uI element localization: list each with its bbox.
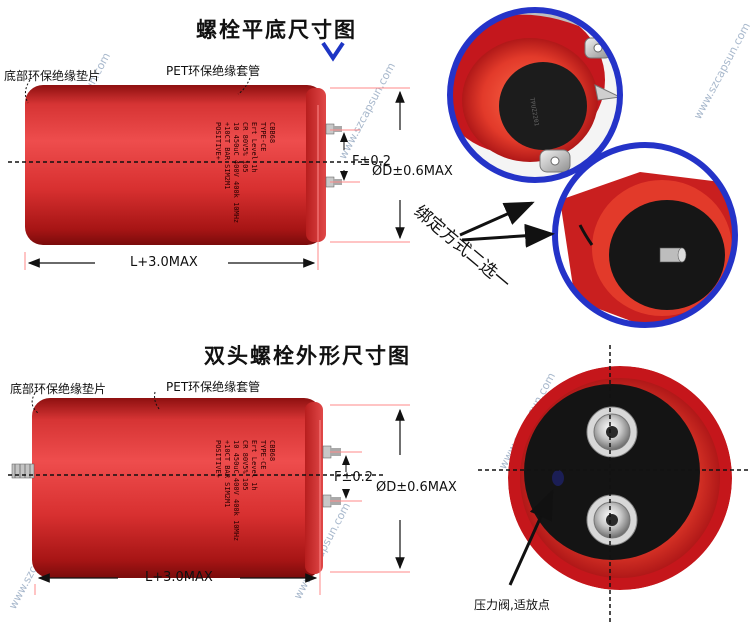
section2-title: 双头螺栓外形尺寸图 <box>204 344 411 368</box>
print-line: CR 80V5% 105 <box>241 440 249 491</box>
mounting-options-text: 绑定方式二选一 <box>409 201 514 294</box>
base-insulator-label: 底部环保绝缘垫片 <box>4 69 101 83</box>
stud-mount-closeup <box>552 142 738 328</box>
print-line: +10CT BAR SIM2M1 <box>223 122 231 190</box>
base-insulator-label-2: 底部环保绝缘垫片 <box>10 382 107 396</box>
capacitor-flat-bottom <box>25 85 342 245</box>
end-cap-code: TPUZ2201 <box>528 97 540 127</box>
pet-sleeve-label: PET环保绝缘套管 <box>166 64 261 78</box>
print-line: 10 450uC 400V 400k 10MHz <box>232 122 240 224</box>
print-line: +10CT BAR SIM2M1 <box>223 440 231 508</box>
print-line: TYPE-CE <box>259 440 267 470</box>
end-view-closeup <box>508 366 732 590</box>
capacitor-double-stud <box>11 398 341 578</box>
diameter-label: ØD±0.6MAX <box>372 164 453 179</box>
pet-sleeve-label-2: PET环保绝缘套管 <box>166 380 261 394</box>
capacitor-print-top: CBB68 TYPE-CE Ert Level 1h CR 80V5% 105 … <box>208 122 288 223</box>
print-line: POSITIVE+ <box>214 440 222 478</box>
watermark: www.szcapsun.com <box>336 60 398 161</box>
print-line: Ert Level 1h <box>250 440 258 491</box>
print-line: CR 80V5% 105 <box>241 122 249 173</box>
diameter-label-2: ØD±0.6MAX <box>376 480 457 495</box>
capacitor-print-bottom: CBB68 TYPE-CE Ert Level 1h CR 80V5% 105 … <box>208 440 288 541</box>
pitch-label: F±0.2 <box>352 154 392 169</box>
print-line: CBB68 <box>268 440 276 462</box>
length-label-2: L+3.0MAX <box>145 570 213 585</box>
print-line: Ert Level 1h <box>250 122 258 173</box>
print-line: 10 450uC 400V 400k 10MHz <box>232 440 240 542</box>
print-line: POSITIVE+ <box>214 122 222 160</box>
pitch-label-2: F±0.2 <box>334 470 374 485</box>
pressure-vent-label: 压力阀,适放点 <box>474 598 550 612</box>
section1-title: 螺栓平底尺寸图 <box>196 18 357 42</box>
length-label: L+3.0MAX <box>130 255 198 270</box>
watermark: www.szcapsun.com <box>691 20 750 121</box>
mounting-options-label: 绑定方式二选一 <box>410 198 564 348</box>
print-line: CBB68 <box>268 122 276 144</box>
print-line: TYPE-CE <box>259 122 267 152</box>
